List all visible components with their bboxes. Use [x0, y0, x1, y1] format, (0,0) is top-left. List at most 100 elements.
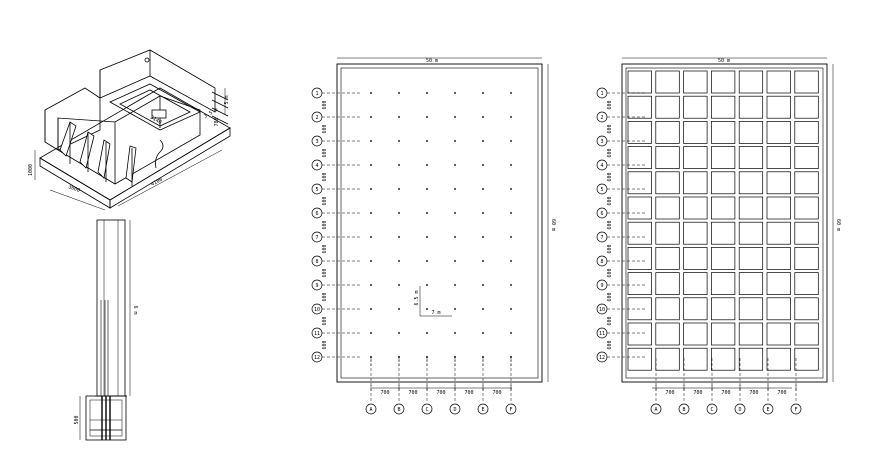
- plan-right-slab-panel: [738, 221, 764, 245]
- plan-left-row-spacing: 600: [322, 340, 328, 349]
- plan-left-column-point: [426, 116, 428, 118]
- plan-right-slab-panel: [683, 70, 708, 94]
- plan-right-slab-panel: [655, 297, 680, 321]
- plan-right-slab-panel: [794, 121, 819, 144]
- plan-right-row-label: 3: [600, 139, 603, 145]
- plan-left-column-point: [510, 92, 512, 94]
- plan-right-slab-panel: [794, 171, 819, 195]
- plan-left-row-spacing: 600: [322, 196, 328, 205]
- plan-right-col-bubble: [650, 403, 662, 415]
- column-section-view: [79, 219, 131, 441]
- plan-left-col-bubble: [477, 403, 489, 415]
- plan-right-slab-panel: [683, 121, 708, 144]
- plan-left-row-spacing: 600: [322, 244, 328, 253]
- elevation-dim-step: 780: [214, 117, 220, 126]
- plan-left-col-bubble: [365, 403, 377, 415]
- plan-left-column-point: [370, 284, 372, 286]
- plan-right-slab-panel: [738, 95, 764, 119]
- plan-left-row-spacing: 600: [322, 100, 328, 109]
- plan-right-row-spacing: 600: [607, 124, 613, 133]
- plan-right-col-label: E: [766, 407, 769, 413]
- plan-right-row-label: 8: [600, 259, 603, 265]
- plan-left-column-point: [370, 260, 372, 262]
- plan-left-column-point: [426, 212, 428, 214]
- plan-left-row-spacing: 600: [322, 148, 328, 157]
- plan-left-row-spacing: 600: [322, 220, 328, 229]
- plan-right-slab-panel: [683, 221, 708, 245]
- plan-right-slab-panel: [766, 196, 791, 220]
- plan-left-column-point: [482, 164, 484, 166]
- plan-left-column-point: [398, 260, 400, 262]
- plan-right-slab-panel: [683, 297, 708, 321]
- plan-left-column-point: [482, 260, 484, 262]
- plan-right-slab-panel: [627, 146, 652, 169]
- plan-left-column-point: [370, 212, 372, 214]
- plan-left-row-label: 9: [315, 283, 318, 289]
- plan-left-column-point: [370, 308, 372, 310]
- plan-right-col-label: C: [710, 407, 713, 413]
- plan-right-slab-panel: [627, 221, 652, 245]
- plan-left-column-point: [510, 260, 512, 262]
- plan-left-column-point: [510, 212, 512, 214]
- plan-left-column-point: [398, 284, 400, 286]
- plan-right-slab-panel: [655, 221, 680, 245]
- plan-left-column-point: [510, 188, 512, 190]
- plan-right-slab-panel: [794, 221, 819, 245]
- plan-right-row-label: 9: [600, 283, 603, 289]
- plan-right-slab-panel: [655, 171, 680, 195]
- plan-right-col-spacing: 700: [721, 390, 730, 396]
- plan-right-col-spacing: 700: [693, 390, 702, 396]
- plan-right-slab-panel: [627, 70, 652, 94]
- plan-left-col-bubble: [505, 403, 517, 415]
- plan-right-row-spacing: 600: [607, 220, 613, 229]
- plan-left-column-point: [370, 92, 372, 94]
- plan-left-column-point: [426, 188, 428, 190]
- plan-left-column-point: [454, 332, 456, 334]
- plan-left-column-point: [454, 260, 456, 262]
- plan-left-column-point: [426, 236, 428, 238]
- plan-right-slab-panel: [738, 121, 764, 144]
- plan-right-slab-panel: [766, 272, 791, 295]
- plan-left-col-spacing: 700: [380, 390, 389, 396]
- plan-left-column-point: [398, 164, 400, 166]
- plan-right-row-label: 6: [600, 211, 603, 217]
- plan-right-slab-panel: [683, 272, 708, 295]
- plan-right-row-spacing: 600: [607, 268, 613, 277]
- plan-left-column-point: [482, 188, 484, 190]
- plan-right-col-label: F: [794, 407, 797, 413]
- elevation-dim-width: 3000: [67, 184, 80, 194]
- plan-left-column-point: [370, 332, 372, 334]
- plan-left-column-point: [482, 236, 484, 238]
- plan-left-column-point: [482, 140, 484, 142]
- plan-left-column-point: [454, 188, 456, 190]
- plan-left-column-point: [426, 164, 428, 166]
- plan-left-column-point: [482, 116, 484, 118]
- plan-right-slab-panel: [627, 121, 652, 144]
- plan-right-row-spacing: 600: [607, 100, 613, 109]
- plan-left-column-point: [482, 308, 484, 310]
- plan-right-slab-panel: [738, 247, 764, 270]
- plan-left-row-label: 4: [315, 163, 318, 169]
- plan-left-center-dim-v: 6.5 m: [414, 290, 420, 305]
- plan-left-row-spacing: 600: [322, 172, 328, 181]
- plan-right-slab-panel: [738, 171, 764, 195]
- plan-left-row-label: 7: [315, 235, 318, 241]
- plan-right-width-dim: 50 m: [718, 58, 730, 64]
- plan-left-col-label: A: [369, 407, 372, 413]
- plan-right-row-label: 1: [600, 91, 603, 97]
- plan-left-column-point: [454, 116, 456, 118]
- plan-right-slab-panel: [794, 196, 819, 220]
- plan-right-slab-panel: [794, 322, 819, 346]
- isometric-structure-view: [34, 49, 231, 211]
- plan-right-slab-panel: [655, 322, 680, 346]
- plan-left-column-point: [370, 164, 372, 166]
- plan-left-row-label: 6: [315, 211, 318, 217]
- plan-right-col-bubble: [678, 403, 690, 415]
- plan-left-column-point: [454, 164, 456, 166]
- plan-right-slab-panel: [738, 297, 764, 321]
- plan-right-slab-panel: [794, 70, 819, 94]
- plan-left-column-point: [370, 116, 372, 118]
- plan-right-slab-panel: [766, 247, 791, 270]
- plan-right-slab-panel: [627, 297, 652, 321]
